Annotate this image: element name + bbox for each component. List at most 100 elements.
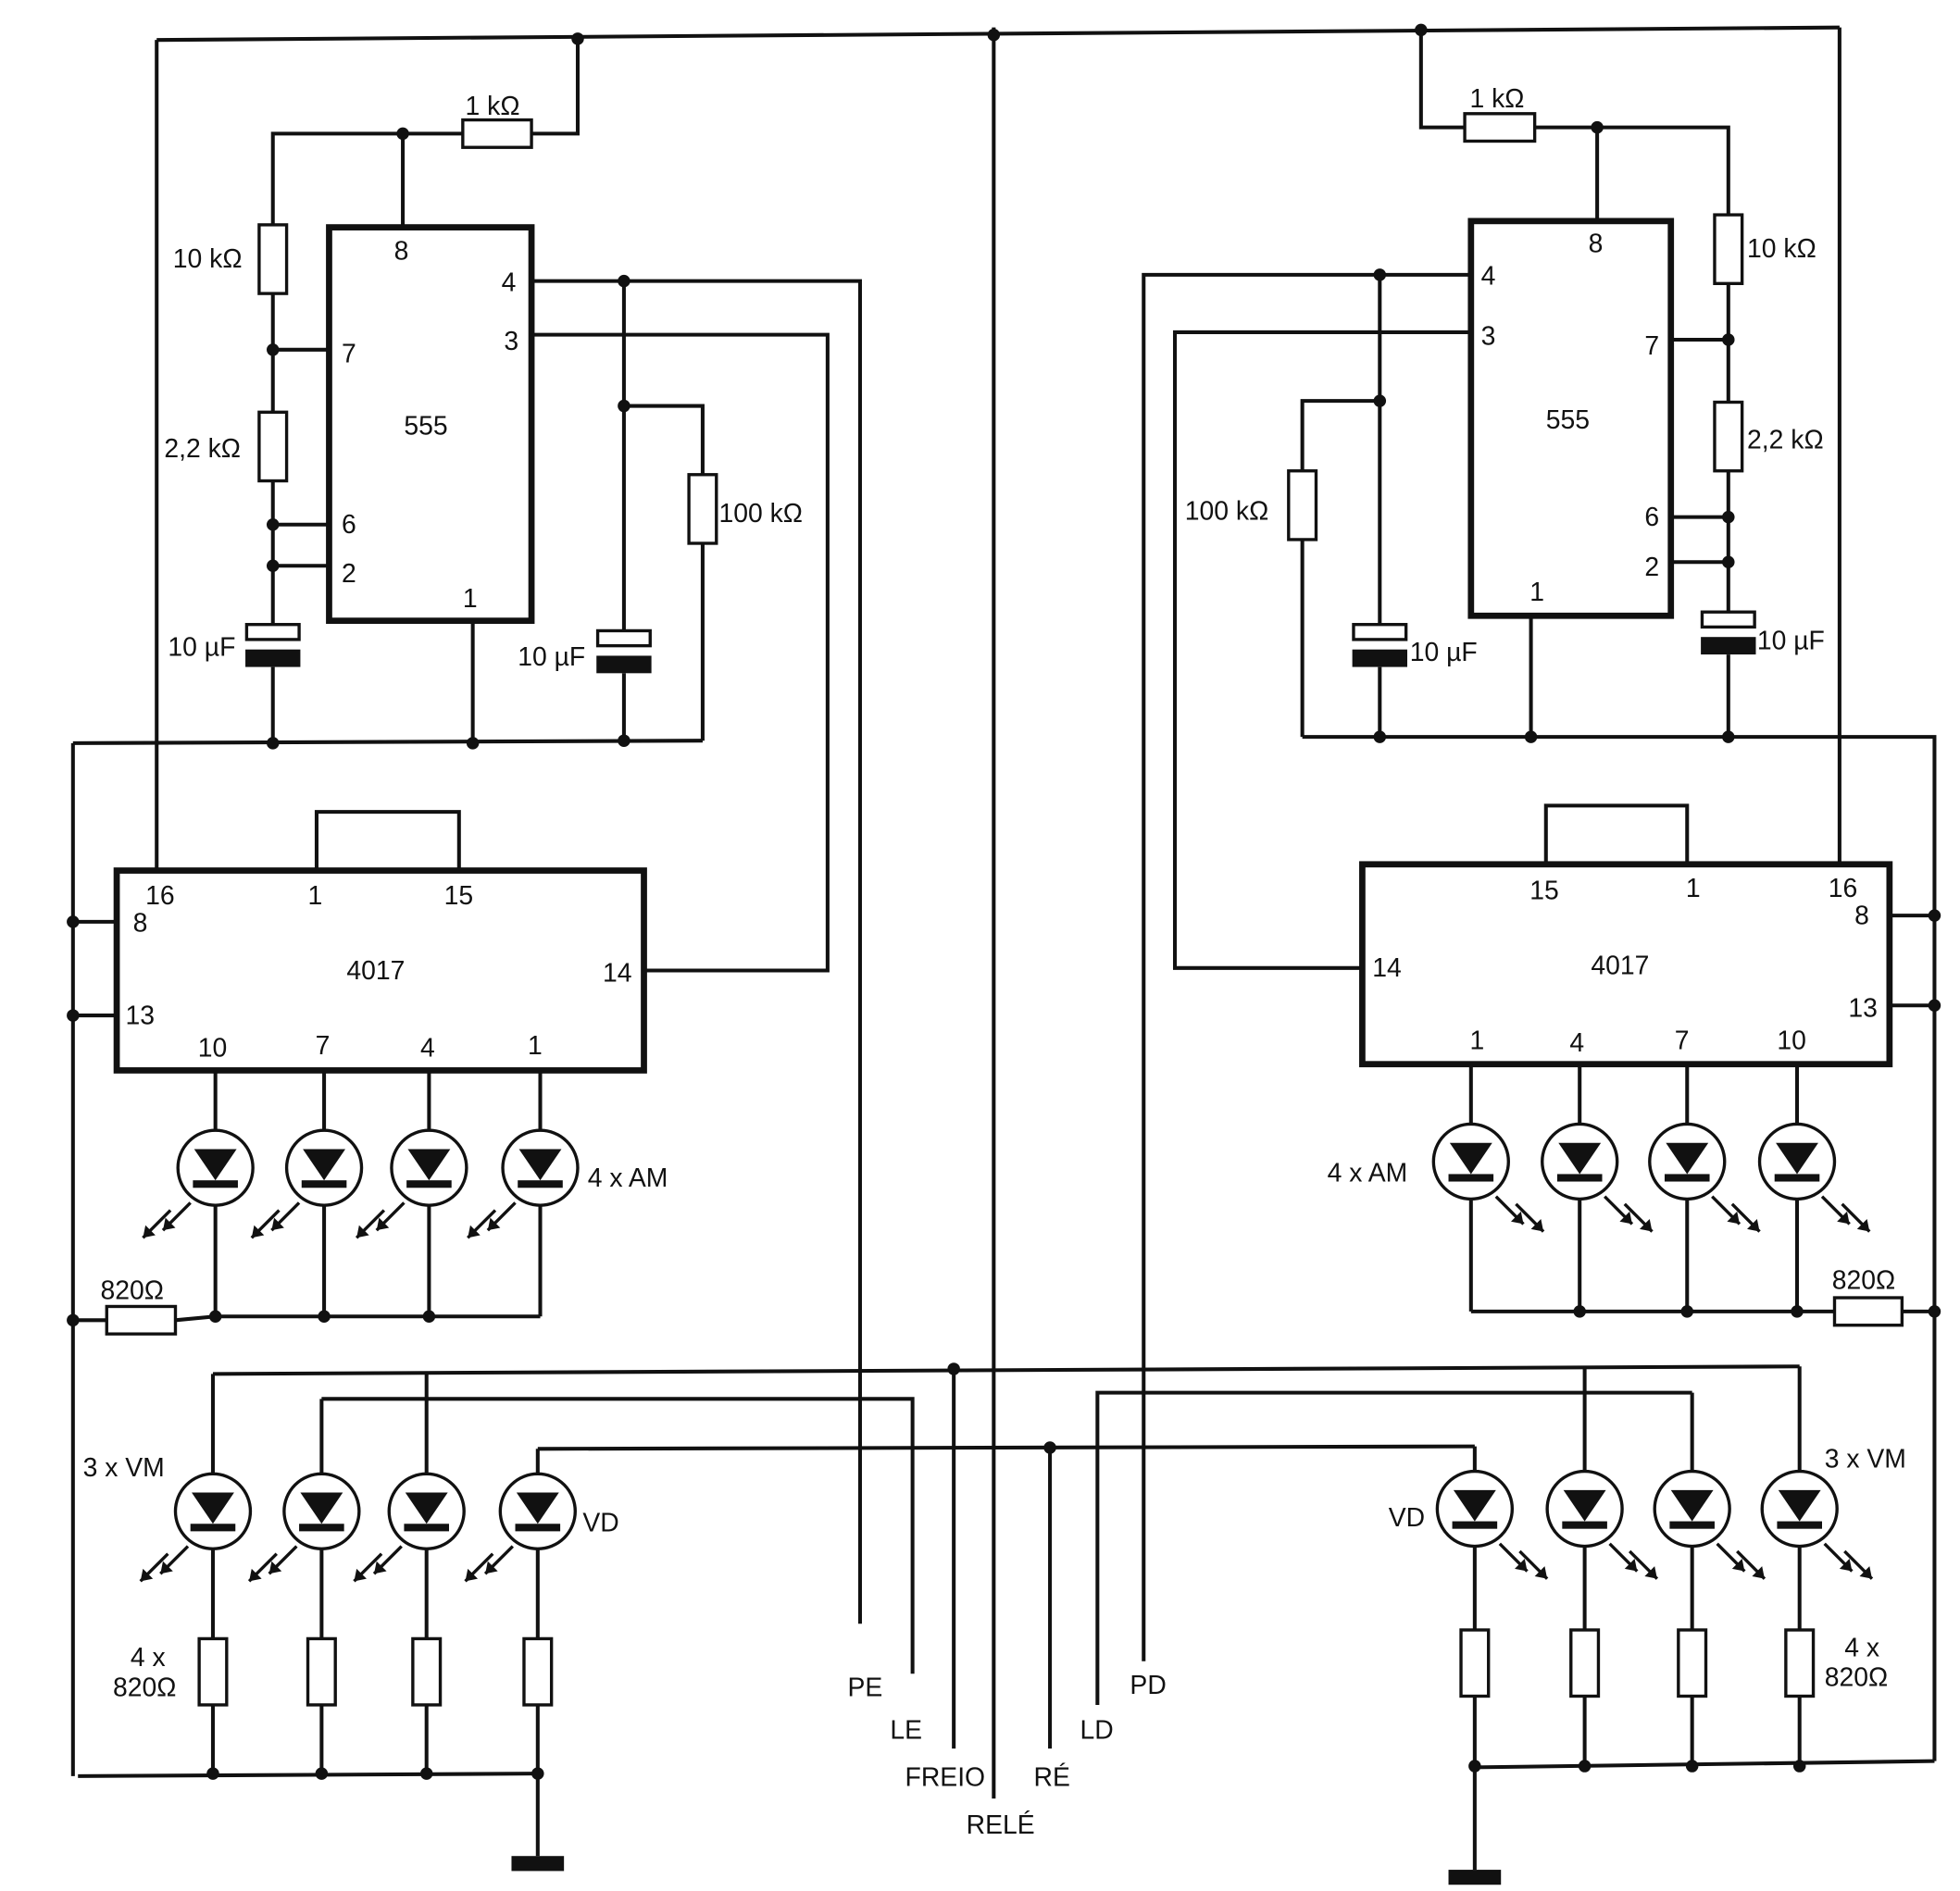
led-label: 4 x AM <box>1328 1159 1408 1188</box>
resistor-label: 2,2 kΩ <box>1747 425 1824 454</box>
led-label: 3 x VM <box>83 1453 165 1483</box>
wire <box>212 1364 1800 1376</box>
led-triangle <box>192 1492 234 1524</box>
pin-label: 13 <box>1848 993 1878 1023</box>
led-label: VD <box>1389 1503 1425 1533</box>
led-triangle <box>1666 1142 1709 1175</box>
resistor <box>1569 1628 1601 1698</box>
led-bar <box>518 1180 563 1188</box>
wire <box>531 332 830 973</box>
pin-label: 16 <box>1829 874 1858 903</box>
led-bar <box>1562 1521 1607 1529</box>
capacitor-plate-positive <box>244 623 301 641</box>
led-icon <box>1760 1469 1874 1580</box>
junction-dot <box>1722 555 1735 568</box>
light-arrowhead <box>1731 1559 1745 1572</box>
light-arrowhead <box>1747 1219 1760 1232</box>
junction-dot <box>947 1362 960 1375</box>
led-label: 4 x AM <box>588 1163 668 1193</box>
pin-label: 8 <box>1854 902 1869 931</box>
light-arrowhead <box>1752 1566 1765 1579</box>
resistor <box>1677 1628 1708 1698</box>
pin-label: 14 <box>1372 953 1402 983</box>
junction-dot <box>1415 23 1428 37</box>
led-icon <box>1435 1469 1549 1580</box>
led-icon <box>1541 1122 1654 1233</box>
led-triangle <box>1563 1489 1606 1522</box>
light-arrowhead <box>1534 1566 1548 1579</box>
wire <box>623 404 705 475</box>
capacitor-plate-negative <box>596 655 652 674</box>
light-arrowhead <box>140 1568 154 1582</box>
junction-dot <box>315 1767 329 1780</box>
junction-dot <box>618 734 630 747</box>
led-bar <box>193 1180 238 1188</box>
capacitor-label: 10 µF <box>1757 627 1825 656</box>
led-triangle <box>303 1149 346 1181</box>
led-bar <box>406 1180 452 1188</box>
junction-dot <box>419 1767 433 1780</box>
wire <box>314 810 461 871</box>
pin-label: 1 <box>1469 1026 1484 1056</box>
ground-icon <box>511 1856 565 1872</box>
junction-dot <box>1792 1760 1806 1773</box>
capacitor-plate-negative <box>245 649 301 667</box>
led-bar <box>1669 1521 1715 1529</box>
junction-dot <box>1373 394 1387 407</box>
junction-dot <box>1722 730 1735 743</box>
light-arrowhead <box>271 1217 284 1231</box>
wire <box>531 279 862 1624</box>
pin-label: 16 <box>145 881 175 911</box>
junction-dot <box>266 518 280 531</box>
resistor-label: 820Ω <box>101 1275 164 1305</box>
led-triangle <box>516 1492 559 1524</box>
junction-dot <box>1524 730 1538 743</box>
pin-label: 10 <box>1777 1026 1806 1056</box>
resistor <box>257 410 289 483</box>
resistor <box>1459 1628 1491 1698</box>
pin-label: 1 <box>1686 874 1701 903</box>
junction-dot <box>1043 1441 1056 1454</box>
light-arrowhead <box>1837 1211 1850 1225</box>
capacitor-plate-positive <box>595 628 652 648</box>
pin-label: 1 <box>528 1031 543 1061</box>
junction-dot <box>987 29 1001 42</box>
wire <box>175 1314 216 1323</box>
pin-label: 8 <box>133 909 148 939</box>
led-icon <box>355 1128 468 1239</box>
junction-dot <box>571 32 584 45</box>
light-arrowhead <box>1515 1559 1528 1572</box>
led-bar <box>301 1180 347 1188</box>
light-arrowhead <box>485 1561 498 1574</box>
led-bar <box>1452 1521 1498 1529</box>
resistor <box>1832 1296 1904 1327</box>
led-label: 3 x VM <box>1825 1445 1906 1474</box>
led-icon <box>250 1128 364 1239</box>
light-arrowhead <box>465 1568 479 1582</box>
led-triangle <box>1558 1142 1602 1175</box>
pin-label: 7 <box>342 339 356 368</box>
wire <box>1302 735 1937 1761</box>
light-arrowhead <box>1856 1219 1870 1232</box>
wire <box>1534 125 1730 216</box>
pin-label: 14 <box>603 959 632 989</box>
ic-label-4017: 4017 <box>1591 952 1649 981</box>
led-triangle <box>518 1149 562 1181</box>
junction-dot <box>1373 268 1387 281</box>
light-arrowhead <box>487 1217 501 1231</box>
resistor-label: 820Ω <box>1825 1663 1888 1693</box>
components <box>67 23 1941 1885</box>
resistor-label: 100 kΩ <box>718 499 802 529</box>
led-icon <box>353 1472 466 1583</box>
light-arrowhead <box>376 1217 390 1231</box>
resistor <box>1463 112 1537 143</box>
capacitor-plate-positive <box>1700 610 1756 629</box>
pin-label: 15 <box>1529 877 1559 906</box>
wire <box>1543 803 1690 865</box>
wire <box>1172 330 1471 970</box>
light-arrowhead <box>1510 1211 1524 1225</box>
junction-dot <box>1573 1305 1586 1318</box>
led-icon <box>142 1128 255 1239</box>
junction-dot <box>1928 1305 1941 1318</box>
wire <box>531 40 581 136</box>
